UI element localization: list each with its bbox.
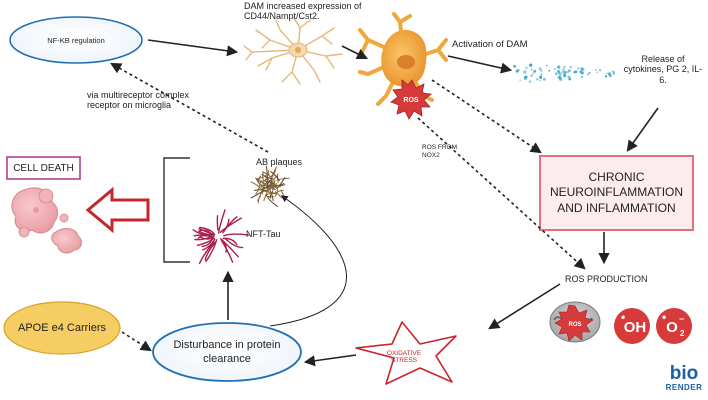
ros-mito-label: ROS	[568, 322, 581, 328]
resting-microglia-nucleus	[295, 47, 301, 53]
biorender-logo: bio RENDER	[662, 364, 706, 392]
nfkb-label: NF-KB regulation	[47, 35, 105, 45]
cell-death-arrow	[85, 186, 150, 234]
chronic-label-wrap: CHRONIC NEUROINFLAMMATION AND INFLAMMATI…	[542, 158, 691, 228]
biorender-logo-render: RENDER	[665, 383, 703, 392]
oh-radical-icon	[614, 308, 650, 344]
nfkb-label-wrap: NF-KB regulation	[18, 31, 134, 49]
ab-plaque-icon	[250, 166, 290, 208]
arrow-cytokines-to-chronic	[626, 107, 659, 152]
protein-clearance-oval	[152, 322, 302, 382]
oh-dot: •	[621, 310, 625, 324]
chronic-label: CHRONIC NEUROINFLAMMATION AND INFLAMMATI…	[549, 169, 684, 215]
o2-radical-label: O	[666, 319, 678, 336]
microglia-receptor-label: via multireceptor complex receptor on mi…	[87, 90, 190, 111]
oxidative-stress-star	[355, 321, 457, 385]
cell-death-label: CELL DEATH	[13, 162, 74, 174]
chronic-box	[539, 155, 694, 231]
dying-cells-icon	[11, 187, 82, 254]
oh-radical-label: OH	[624, 319, 647, 336]
arrow-dam-to-activation	[341, 45, 369, 60]
protein-clearance-label-wrap: Disturbance in protein clearance	[170, 334, 284, 370]
dashed-nox2-to-ros	[417, 117, 586, 270]
nfkb-oval	[9, 16, 143, 64]
oxidative-stress-label: OXIDATIVE STRESS	[386, 350, 422, 365]
ros-production-label: ROS PRODUCTION	[565, 274, 648, 284]
o2-radical-icon	[656, 308, 692, 344]
apoe-label-wrap: APOE e4 Carriers	[6, 318, 118, 338]
ros-mito-burst-icon	[554, 304, 594, 342]
dam-expression-label: DAM increased expression of CD44/Nampt/C…	[244, 1, 362, 22]
o2-superscript: −	[679, 314, 684, 324]
apoe-label: APOE e4 Carriers	[17, 322, 107, 334]
cell-death-label-wrap: CELL DEATH	[8, 158, 79, 178]
o2-subscript: 2	[680, 329, 685, 338]
biorender-logo-bio: bio	[669, 363, 699, 384]
ros-nox2-label: ROS FROM NOX2	[422, 144, 458, 160]
arrow-nfkb-to-dam	[147, 39, 239, 57]
apoe-oval	[3, 301, 121, 355]
ros-burst-icon	[390, 79, 432, 120]
ab-plaques-label: AB plaques	[256, 157, 303, 167]
arrow-oxidative-to-clearance	[303, 354, 357, 367]
cell-death-box	[6, 156, 81, 180]
cytokines-label: Release of cytokines, PG 2, IL-6.	[623, 54, 703, 85]
arrow-activation-to-cytokines	[447, 55, 513, 74]
dam-activation-label: Activation of DAM	[452, 39, 528, 50]
cytokine-particles-icon	[513, 63, 616, 83]
o2-dot: •	[662, 310, 666, 324]
curve-clearance-to-plaque	[269, 195, 347, 327]
dashed-apoe-to-clearance	[121, 331, 152, 352]
arrow-ros-to-oxidative	[488, 283, 561, 330]
dashed-dam-to-chronic	[431, 79, 542, 154]
activated-dam-icon	[358, 12, 448, 106]
protein-clearance-label: Disturbance in protein clearance	[173, 338, 281, 365]
bracket-line	[163, 157, 190, 263]
ros-badge-label: ROS	[403, 97, 419, 104]
nft-tau-label: NFT-Tau	[246, 229, 281, 239]
nft-tau-icon	[192, 209, 250, 264]
